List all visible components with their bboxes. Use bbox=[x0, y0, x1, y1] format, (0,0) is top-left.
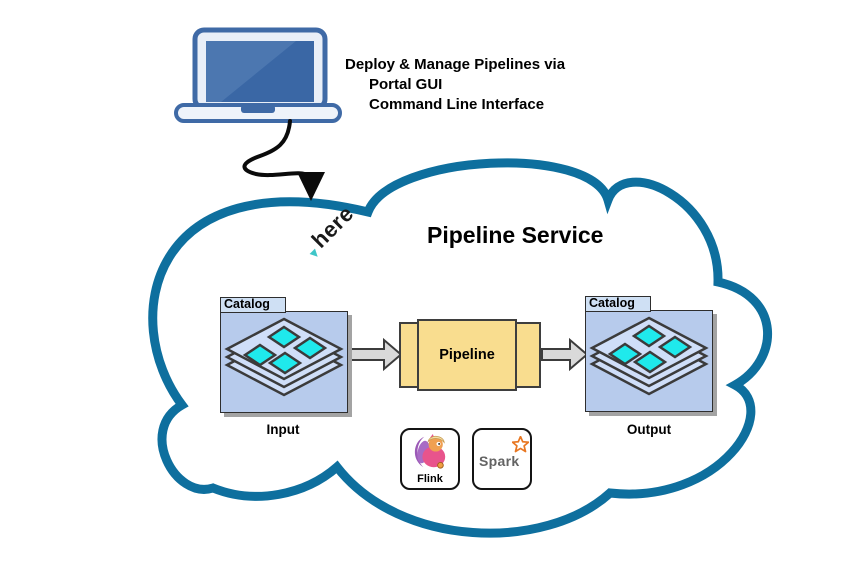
laptop-base-notch bbox=[241, 105, 275, 113]
pipeline-box: Pipeline bbox=[417, 319, 517, 391]
annotation-line-2: Portal GUI bbox=[369, 76, 443, 93]
catalog-output-tab: Catalog bbox=[585, 296, 651, 312]
catalog-stack-icon bbox=[589, 316, 709, 396]
spark-label: Spark bbox=[479, 453, 520, 469]
deploy-annotation: Deploy & Manage Pipelines via Portal GUI… bbox=[345, 55, 565, 115]
spark-box: Spark bbox=[472, 428, 532, 490]
laptop-to-cloud-arrow bbox=[242, 119, 325, 201]
catalog-output-body bbox=[585, 310, 713, 412]
pipeline-label: Pipeline bbox=[439, 347, 495, 363]
flink-label: Flink bbox=[417, 473, 443, 485]
flink-squirrel-icon bbox=[414, 433, 446, 469]
flink-box: Flink bbox=[400, 428, 460, 490]
annotation-line-3: Command Line Interface bbox=[369, 96, 545, 113]
cloud-title: Pipeline Service bbox=[427, 222, 604, 248]
spark-star-icon bbox=[512, 436, 529, 453]
catalog-output-caption: Output bbox=[626, 422, 672, 437]
laptop-icon bbox=[174, 27, 342, 123]
arrowhead-icon bbox=[297, 172, 325, 201]
arrow-pipeline-to-output bbox=[541, 337, 589, 372]
catalog-input-tab: Catalog bbox=[220, 297, 286, 313]
catalog-stack-icon bbox=[224, 317, 344, 397]
arrow-cable bbox=[242, 119, 311, 178]
annotation-line-1: Deploy & Manage Pipelines via bbox=[345, 56, 566, 73]
arrow-input-to-pipeline bbox=[346, 337, 403, 372]
laptop-screen-sheen bbox=[206, 41, 296, 102]
catalog-input-caption: Input bbox=[266, 422, 300, 437]
catalog-input-body bbox=[220, 311, 348, 413]
